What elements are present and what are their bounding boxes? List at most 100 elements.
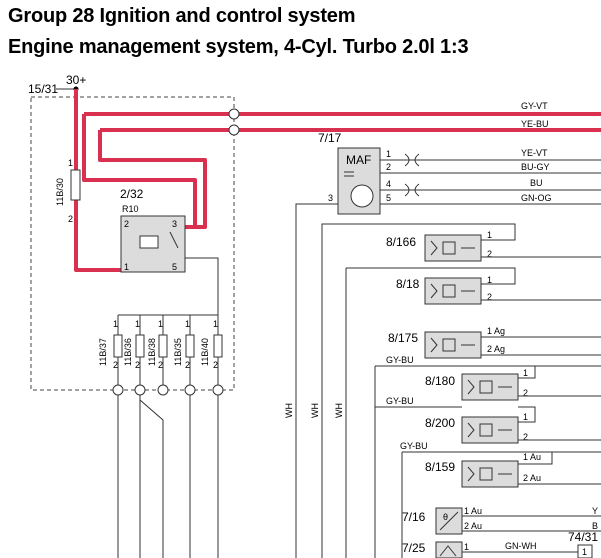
- fuse-11b30-pin2: 2: [68, 214, 73, 224]
- svg-text:1 Au: 1 Au: [523, 452, 541, 462]
- wire-label-gy-vt: GY-VT: [521, 101, 548, 111]
- sensor-7-16: 7/16 θ 1 Au 2 Au Y B: [402, 506, 601, 535]
- svg-text:θ: θ: [443, 512, 448, 522]
- svg-text:2: 2: [185, 360, 190, 370]
- junction-gy-vt: [228, 108, 240, 120]
- fuse-11b30: [70, 169, 81, 201]
- svg-text:1 Ag: 1 Ag: [487, 326, 505, 336]
- svg-text:7/16: 7/16: [402, 510, 426, 524]
- svg-text:1: 1: [113, 319, 118, 329]
- svg-text:8/175: 8/175: [388, 331, 418, 345]
- svg-text:2: 2: [523, 388, 528, 398]
- maf-pin-3: 3: [328, 193, 333, 203]
- fuse-11b30-label: 11B/30: [55, 178, 65, 206]
- relay-id: 2/32: [120, 187, 144, 201]
- maf-pin-1: 1: [386, 149, 391, 159]
- wire-label-ye-bu: YE-BU: [521, 119, 549, 129]
- maf-pin-5: 5: [386, 193, 391, 203]
- svg-text:2: 2: [135, 360, 140, 370]
- wh-label-2: WH: [310, 403, 320, 418]
- wire-gybu-1: [374, 365, 601, 558]
- sensor-7-25: 7/25 1 GN-WH 74/31 1: [402, 530, 598, 558]
- svg-text:11B/38: 11B/38: [147, 338, 157, 366]
- fuse-11b30-pin1: 1: [68, 158, 73, 168]
- valve-8-159: 8/159 1 Au 2 Au: [425, 452, 601, 488]
- gybu-label-1: GY-BU: [386, 355, 414, 365]
- fuse-11b40: 11B/40 1 2: [200, 315, 224, 396]
- maf-pin-2: 2: [386, 162, 391, 172]
- relay-body: [120, 215, 186, 273]
- svg-text:B: B: [592, 521, 598, 531]
- svg-text:74/31: 74/31: [568, 530, 598, 544]
- fuse-11b35: 11B/35 1 2: [173, 315, 196, 396]
- gybu-label-3: GY-BU: [400, 441, 428, 451]
- diagram-title-line1: Group 28 Ignition and control system: [8, 5, 356, 27]
- svg-text:11B/40: 11B/40: [200, 338, 210, 366]
- svg-text:1: 1: [487, 275, 492, 285]
- svg-text:GN-WH: GN-WH: [505, 541, 537, 551]
- svg-text:2: 2: [523, 432, 528, 442]
- svg-text:2: 2: [213, 360, 218, 370]
- valve-8-200: 8/200 1 2: [425, 406, 601, 444]
- svg-text:8/180: 8/180: [425, 374, 455, 388]
- injector-8-166: 8/166 1 2: [321, 223, 601, 262]
- fuse-11b38: 11B/38 1 2: [147, 315, 169, 396]
- svg-text:1 Au: 1 Au: [464, 506, 482, 516]
- relay-contact: [169, 231, 179, 249]
- fuse-11b36: 11B/36 1 2: [123, 315, 146, 396]
- maf-label: MAF: [346, 153, 371, 167]
- junction-ye-bu: [228, 124, 240, 136]
- relay-coil: [139, 235, 159, 249]
- svg-text:2 Ag: 2 Ag: [487, 344, 505, 354]
- relay-pin-2: 2: [124, 219, 129, 229]
- diagram-title-line2: Engine management system, 4-Cyl. Turbo 2…: [8, 36, 469, 58]
- maf-pin-4: 4: [386, 179, 391, 189]
- wh-label-1: WH: [284, 403, 294, 418]
- fuse-11b37: 11B/37 1 2: [98, 315, 124, 396]
- svg-text:2: 2: [113, 360, 118, 370]
- injector-8-175: 8/175 1 Ag 2 Ag: [388, 326, 601, 359]
- injector-8-18: 8/18 1 2: [346, 267, 601, 305]
- relay-pin-3: 3: [172, 219, 177, 229]
- valve-8-180: 8/180 1 2: [425, 366, 601, 401]
- svg-text:11B/35: 11B/35: [173, 338, 183, 366]
- relay-pin-5: 5: [172, 262, 177, 272]
- gybu-label-2: GY-BU: [386, 396, 414, 406]
- wire-maf-3-ground: [295, 203, 338, 558]
- svg-text:11B/36: 11B/36: [123, 338, 133, 366]
- svg-text:2: 2: [487, 249, 492, 259]
- maf-element-icon: [344, 171, 354, 177]
- svg-text:1: 1: [213, 319, 218, 329]
- fuse-box-boundary: [30, 96, 235, 391]
- wh-label-3: WH: [334, 403, 344, 418]
- svg-text:2 Au: 2 Au: [464, 521, 482, 531]
- svg-text:1: 1: [464, 542, 469, 552]
- svg-text:2 Au: 2 Au: [523, 473, 541, 483]
- svg-text:1: 1: [523, 412, 528, 422]
- svg-text:1: 1: [582, 547, 587, 557]
- maf-wire-ye-vt: YE-VT: [521, 148, 548, 158]
- wire-gybu-3: [401, 451, 601, 558]
- maf-wire-gn-og: GN-OG: [521, 193, 552, 203]
- svg-text:1: 1: [135, 319, 140, 329]
- maf-twisted-pair-icon: [404, 153, 420, 197]
- svg-text:1: 1: [487, 230, 492, 240]
- wire-relay-5-out: [185, 257, 219, 315]
- svg-text:8/200: 8/200: [425, 416, 455, 430]
- svg-text:8/18: 8/18: [396, 277, 420, 291]
- svg-text:2: 2: [487, 292, 492, 302]
- svg-text:7/25: 7/25: [402, 541, 426, 555]
- maf-wire-bu-gy: BU-GY: [521, 162, 550, 172]
- maf-id: 7/17: [318, 131, 342, 145]
- svg-text:Y: Y: [592, 506, 598, 516]
- label-15-31: 15/31: [28, 82, 58, 96]
- relay-pin-1: 1: [124, 262, 129, 272]
- fuse-row: 11B/37 1 2 11B/36 1 2 11B/38 1 2 11B/35 …: [98, 315, 224, 558]
- maf-transistor-icon: [350, 184, 374, 208]
- svg-text:1: 1: [158, 319, 163, 329]
- relay-name: R10: [122, 204, 139, 214]
- wire-red-supply-trunk: [74, 89, 122, 272]
- svg-text:8/159: 8/159: [425, 460, 455, 474]
- svg-text:1: 1: [185, 319, 190, 329]
